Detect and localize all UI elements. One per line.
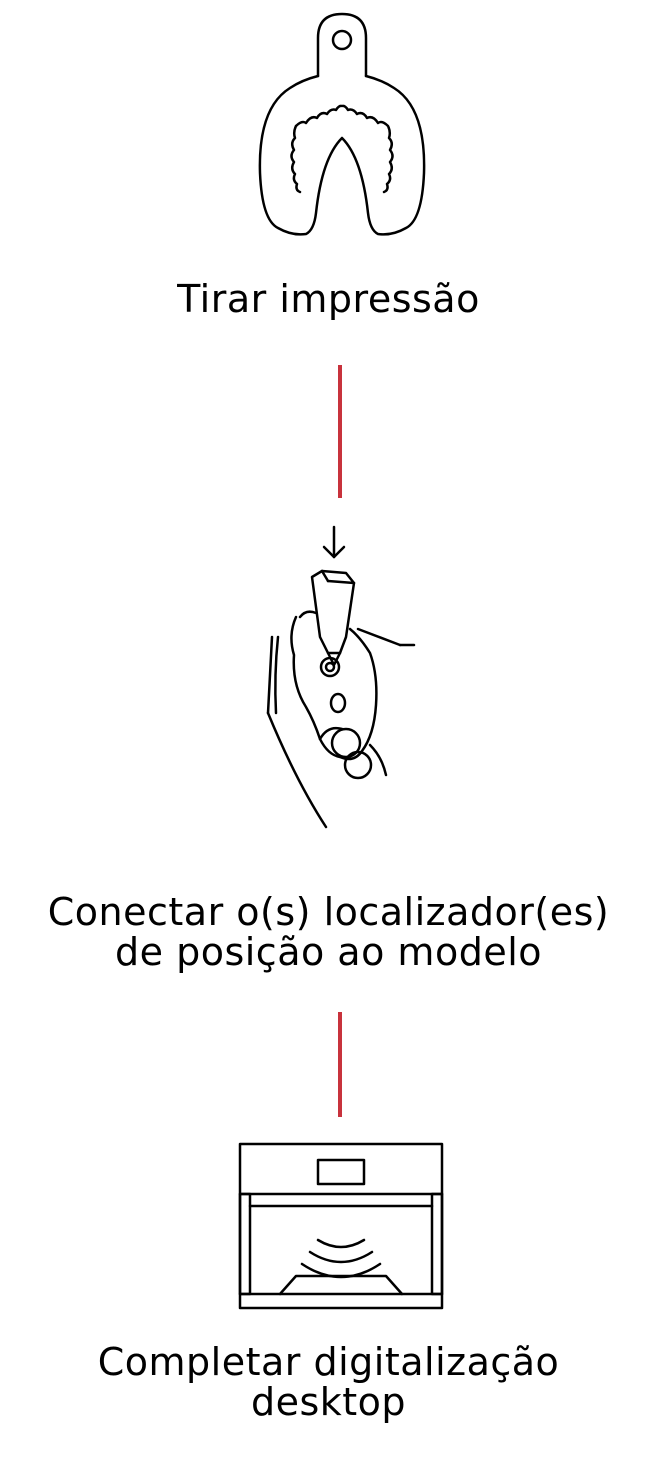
step-2-label-line-2: de posição ao modelo bbox=[115, 930, 542, 974]
desktop-scanner-icon bbox=[238, 1142, 444, 1310]
step-2-label: Conectar o(s) localizador(es) de posição… bbox=[0, 892, 657, 972]
step-3-label-line-2: desktop bbox=[250, 1380, 407, 1424]
step-3-label: Completar digitalização desktop bbox=[0, 1342, 657, 1422]
step-connector-2 bbox=[338, 1012, 342, 1117]
position-locator-icon bbox=[266, 525, 416, 829]
impression-tray-icon bbox=[258, 12, 426, 236]
step-1-label-line-1: Tirar impressão bbox=[177, 277, 480, 321]
step-1-label: Tirar impressão bbox=[0, 279, 657, 319]
step-3-label-line-1: Completar digitalização bbox=[97, 1340, 560, 1384]
step-connector-1 bbox=[338, 365, 342, 498]
step-2-label-line-1: Conectar o(s) localizador(es) bbox=[47, 890, 610, 934]
